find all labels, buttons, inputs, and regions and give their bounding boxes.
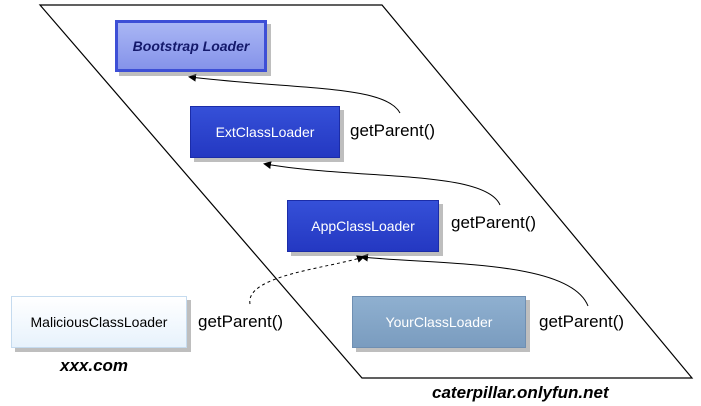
site-label-caterpillar: caterpillar.onlyfun.net <box>432 383 609 402</box>
arrow-app-to-ext <box>263 161 501 206</box>
arrow-ext-to-bootstrap <box>188 73 401 114</box>
node-malicious-class-loader: MaliciousClassLoader <box>11 296 187 348</box>
edge-label-app-get-parent: getParent() <box>451 213 537 232</box>
arrow-malicious-to-app <box>249 255 365 305</box>
edge-label-malicious-get-parent: getParent() <box>198 312 284 331</box>
edge-label-ext-get-parent: getParent() <box>350 121 436 140</box>
node-your-class-loader: YourClassLoader <box>352 296 526 348</box>
trusted-domain-parallelogram <box>38 4 694 379</box>
edge-label-your-get-parent: getParent() <box>539 312 625 331</box>
node-app-class-loader: AppClassLoader <box>287 200 439 252</box>
site-label-xxx: xxx.com <box>60 356 129 375</box>
arrow-your-to-app <box>360 253 589 307</box>
node-ext-class-loader: ExtClassLoader <box>190 106 340 158</box>
node-bootstrap-loader: Bootstrap Loader <box>115 20 267 72</box>
